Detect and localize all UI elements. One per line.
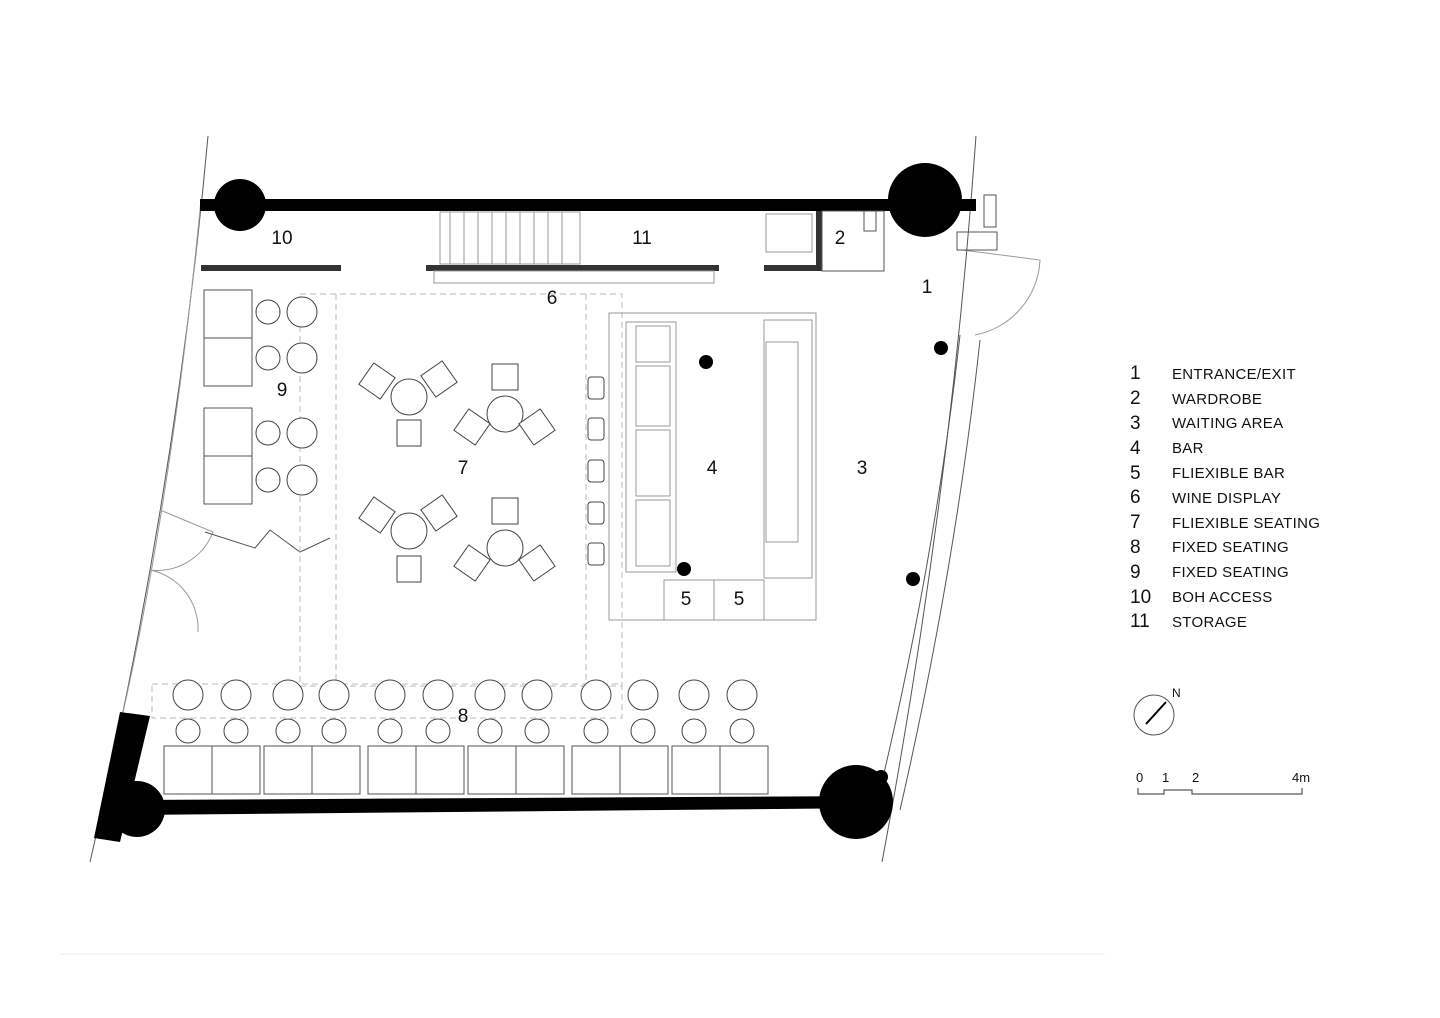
staircase [439, 211, 581, 265]
room-label-5b: 5 [734, 589, 745, 610]
legend-item: 9 FIXED SEATING [1130, 560, 1350, 585]
west-facade [89, 135, 209, 863]
boh-wall-2 [426, 265, 719, 271]
scale-bar: 0 1 2 4m [1132, 770, 1322, 810]
legend-label: WARDROBE [1172, 390, 1263, 408]
wine-display-rack [433, 270, 715, 284]
boh-door-swing-2 [149, 569, 199, 633]
compass-label: N [1172, 686, 1181, 700]
legend: 1 ENTRANCE/EXIT 2 WARDROBE 3 WAITING AREA 4 BAR… [1130, 362, 1350, 635]
post-bar-1 [699, 355, 713, 369]
scale-label-2: 2 [1192, 770, 1200, 785]
scale-label-0: 0 [1136, 770, 1144, 785]
post-east-3 [874, 770, 888, 784]
scale-bar-graphic [1137, 788, 1303, 795]
legend-number: 1 [1130, 363, 1141, 385]
compass: N [1130, 684, 1190, 744]
room-label-4: 4 [707, 458, 718, 479]
boh-screen [204, 529, 331, 553]
south-wall [130, 796, 880, 815]
legend-label: BOH ACCESS [1172, 589, 1273, 607]
legend-item: 5 FLIEXIBLE BAR [1130, 461, 1350, 486]
column-ne [888, 163, 962, 237]
post-bar-2 [677, 562, 691, 576]
bar-stools [587, 376, 605, 566]
legend-item: 3 WAITING AREA [1130, 412, 1350, 437]
north-arrow-icon: N [1133, 686, 1181, 736]
room-label-7: 7 [458, 458, 469, 479]
room-label-10: 10 [271, 228, 292, 249]
entrance-door-swing [961, 249, 1041, 336]
column-se [819, 765, 893, 839]
boh-door-swing [149, 509, 214, 571]
entrance-post [983, 194, 997, 228]
wardrobe-box [821, 210, 885, 272]
north-wall [200, 199, 976, 211]
fixed-seating-9-stools [255, 296, 318, 496]
legend-label: STORAGE [1172, 613, 1248, 631]
scale-label-1: 1 [1162, 770, 1170, 785]
room-label-11: 11 [632, 228, 652, 249]
post-east-2 [906, 572, 920, 586]
legend-number: 9 [1130, 561, 1141, 583]
legend-item: 10 BOH ACCESS [1130, 585, 1350, 610]
legend-number: 5 [1130, 462, 1141, 484]
boh-wall-1 [201, 265, 341, 271]
wardrobe-wall [816, 211, 822, 271]
legend-label: FLIEXIBLE BAR [1172, 465, 1286, 483]
room-label-1: 1 [922, 277, 933, 298]
legend-number: 2 [1130, 388, 1141, 410]
legend-label: FLIEXIBLE SEATING [1172, 514, 1321, 532]
legend-number: 4 [1130, 437, 1141, 459]
wardrobe-inner [863, 210, 877, 232]
bar-counter [608, 312, 817, 621]
legend-label: ENTRANCE/EXIT [1172, 365, 1296, 383]
legend-item: 7 FLIEXIBLE SEATING [1130, 511, 1350, 536]
fixed-seating-8-banquettes [163, 745, 769, 795]
legend-number: 3 [1130, 412, 1141, 434]
legend-number: 7 [1130, 512, 1141, 534]
sw-wall-block [94, 712, 150, 842]
legend-item: 11 STORAGE [1130, 610, 1350, 635]
legend-item: 8 FIXED SEATING [1130, 536, 1350, 561]
room-label-5a: 5 [681, 589, 692, 610]
legend-number: 6 [1130, 487, 1141, 509]
entrance-door-frame [956, 231, 998, 251]
post-east-1 [934, 341, 948, 355]
room-label-6: 6 [547, 288, 558, 309]
legend-label: WAITING AREA [1172, 415, 1284, 433]
legend-number: 10 [1130, 586, 1152, 608]
legend-label: FIXED SEATING [1172, 564, 1289, 582]
legend-item: 4 BAR [1130, 436, 1350, 461]
east-facade-glazing [879, 334, 961, 791]
west-facade-inner [111, 199, 202, 761]
legend-label: FIXED SEATING [1172, 539, 1289, 557]
east-facade [881, 135, 977, 863]
legend-item: 1 ENTRANCE/EXIT [1130, 362, 1350, 387]
room-label-3: 3 [857, 458, 868, 479]
room-label-9: 9 [277, 380, 288, 401]
legend-item: 2 WARDROBE [1130, 387, 1350, 412]
scale-label-4m: 4m [1292, 770, 1311, 785]
fixed-seating-9 [203, 289, 253, 505]
zone-dashed-1 [299, 293, 623, 687]
room-label-2: 2 [835, 228, 846, 249]
room-label-8: 8 [458, 706, 469, 727]
legend-label: BAR [1172, 440, 1204, 458]
flexible-seating-7 [358, 360, 556, 583]
boh-wall-3 [764, 265, 820, 271]
column-nw [214, 179, 266, 231]
storage-cabinet [765, 213, 813, 253]
fixed-seating-8-stools [172, 679, 758, 744]
legend-label: WINE DISPLAY [1172, 489, 1282, 507]
legend-number: 8 [1130, 536, 1141, 558]
east-facade-glazing-2 [899, 339, 981, 811]
legend-number: 11 [1130, 611, 1150, 633]
legend-item: 6 WINE DISPLAY [1130, 486, 1350, 511]
column-sw [109, 781, 165, 837]
